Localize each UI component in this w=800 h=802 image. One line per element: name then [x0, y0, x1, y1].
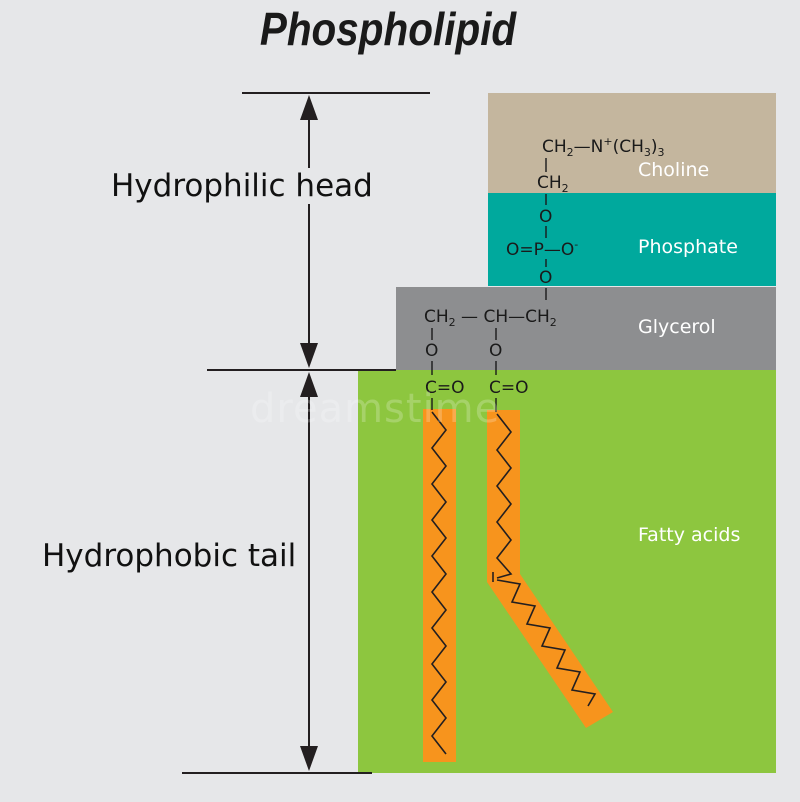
svg-text:CH2 — CH—CH2: CH2 — CH—CH2 [424, 307, 557, 329]
unsaturated-zigzag-upper [495, 413, 513, 579]
watermark: dreamstime [250, 386, 501, 432]
chemical-structure: CH2—N+(CH3)3 CH2 O O=P—O- O CH2 — CH—CH2… [424, 135, 665, 412]
phosphate-label: Phosphate [638, 236, 738, 258]
svg-text:O: O [539, 207, 552, 227]
glycerol-block [396, 287, 776, 370]
svg-text:C=O: C=O [489, 378, 529, 398]
hydrophilic-head-label: Hydrophilic head [109, 168, 375, 204]
glycerol-label: Glycerol [638, 316, 716, 338]
choline-block [488, 93, 776, 193]
tail-arrow-down [300, 746, 318, 771]
head-arrow-up [300, 95, 318, 120]
svg-text:O: O [539, 268, 552, 288]
svg-text:CH2: CH2 [537, 173, 569, 195]
hydrophobic-tail-label: Hydrophobic tail [40, 538, 299, 574]
svg-text:O: O [425, 341, 438, 361]
phosphate-block [488, 193, 776, 286]
diagram-title: Phospholipid [259, 3, 517, 55]
fatty-acids-label: Fatty acids [638, 524, 741, 546]
tail-arrow-up [300, 372, 318, 397]
svg-text:O=P—O-: O=P—O- [506, 238, 578, 260]
svg-text:C=O: C=O [425, 378, 465, 398]
saturated-tail-chain [423, 409, 456, 762]
saturated-zigzag [430, 411, 448, 755]
head-arrow-down [300, 343, 318, 368]
unsaturated-tail-chain [487, 410, 613, 728]
svg-text:O: O [489, 341, 502, 361]
unsaturated-zigzag-lower [496, 579, 597, 707]
choline-label: Choline [638, 159, 710, 181]
